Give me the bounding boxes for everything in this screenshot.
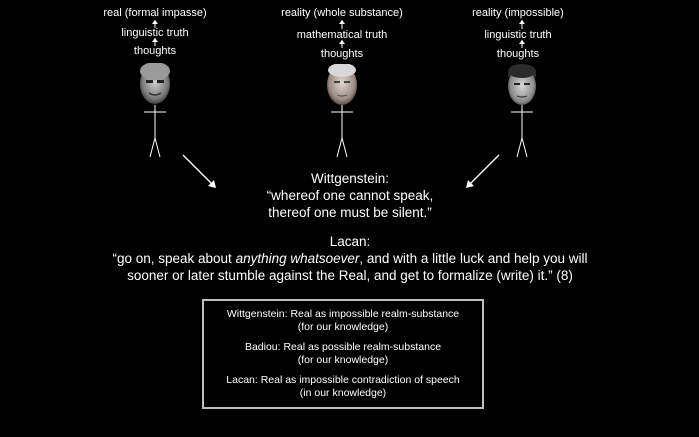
arrow-head: [519, 40, 525, 44]
lacan-quote-post: , and with a little luck and help you wi…: [359, 251, 588, 266]
lacan-quote-emphasis: anything whatsoever: [235, 251, 360, 266]
stick-figure-1: [144, 20, 166, 158]
arrow-head: [152, 38, 158, 42]
box-item-line1: Lacan: Real as impossible contradiction …: [226, 374, 460, 386]
box-item-line2: (for our knowledge): [297, 320, 389, 333]
figure-leg: [336, 137, 343, 158]
figure-bottom-label: thoughts: [320, 48, 364, 60]
box-item-wittgenstein: Wittgenstein: Real as impossible realm-s…: [204, 308, 482, 333]
box-item-badiou: Badiou: Real as possible realm-substance…: [204, 341, 482, 366]
figure-top-label: reality (whole substance): [281, 7, 403, 19]
wittgenstein-quote-line1: “whereof one cannot speak,: [266, 188, 434, 203]
box-item-line1: Wittgenstein: Real as impossible realm-s…: [226, 308, 460, 320]
box-item-line2: (in our knowledge): [299, 386, 387, 399]
figure-bottom-label: thoughts: [133, 45, 177, 57]
stick-figure-3: [511, 20, 533, 158]
figure-leg: [516, 137, 523, 158]
arrow-head: [152, 20, 158, 24]
arrow-down-left-icon: [466, 154, 500, 188]
box-item-line2: (for our knowledge): [297, 353, 389, 366]
wittgenstein-name: Wittgenstein:: [310, 171, 390, 186]
arrow-head: [339, 20, 345, 24]
arrow-head: [519, 20, 525, 24]
figure-leg: [341, 137, 348, 158]
box-item-lacan: Lacan: Real as impossible contradiction …: [204, 374, 482, 399]
figure-leg: [149, 137, 156, 158]
figure-bottom-label: thoughts: [496, 48, 540, 60]
box-item-line1: Badiou: Real as possible realm-substance: [244, 341, 442, 353]
figure-leg: [154, 137, 161, 158]
lacan-quote-line2: sooner or later stumble against the Real…: [127, 268, 573, 283]
portrait-head-3: [508, 64, 536, 105]
figure-middle-label: linguistic truth: [121, 27, 189, 39]
figure-top-label: reality (impossible): [472, 7, 564, 19]
lacan-quote: Lacan: “go on, speak about anything what…: [20, 233, 680, 284]
lacan-quote-line1: “go on, speak about anything whatsoever,…: [20, 250, 680, 267]
stick-figure-2: [331, 20, 353, 158]
figure-middle-label: linguistic truth: [484, 29, 552, 41]
arrow-head: [339, 40, 345, 44]
portrait-head-2: [327, 64, 357, 105]
figure-leg: [521, 137, 528, 158]
figure-middle-label: mathematical truth: [296, 29, 388, 41]
lacan-name: Lacan:: [329, 234, 371, 249]
wittgenstein-quote: Wittgenstein: “whereof one cannot speak,…: [200, 170, 500, 221]
lacan-quote-pre: “go on, speak about: [112, 251, 236, 266]
wittgenstein-quote-line2: thereof one must be silent.”: [268, 205, 432, 220]
figure-top-label: real (formal impasse): [103, 7, 207, 19]
comparison-box: Wittgenstein: Real as impossible realm-s…: [202, 299, 484, 409]
portrait-head-1: [140, 63, 170, 104]
arrow-down-right-icon: [182, 154, 216, 188]
